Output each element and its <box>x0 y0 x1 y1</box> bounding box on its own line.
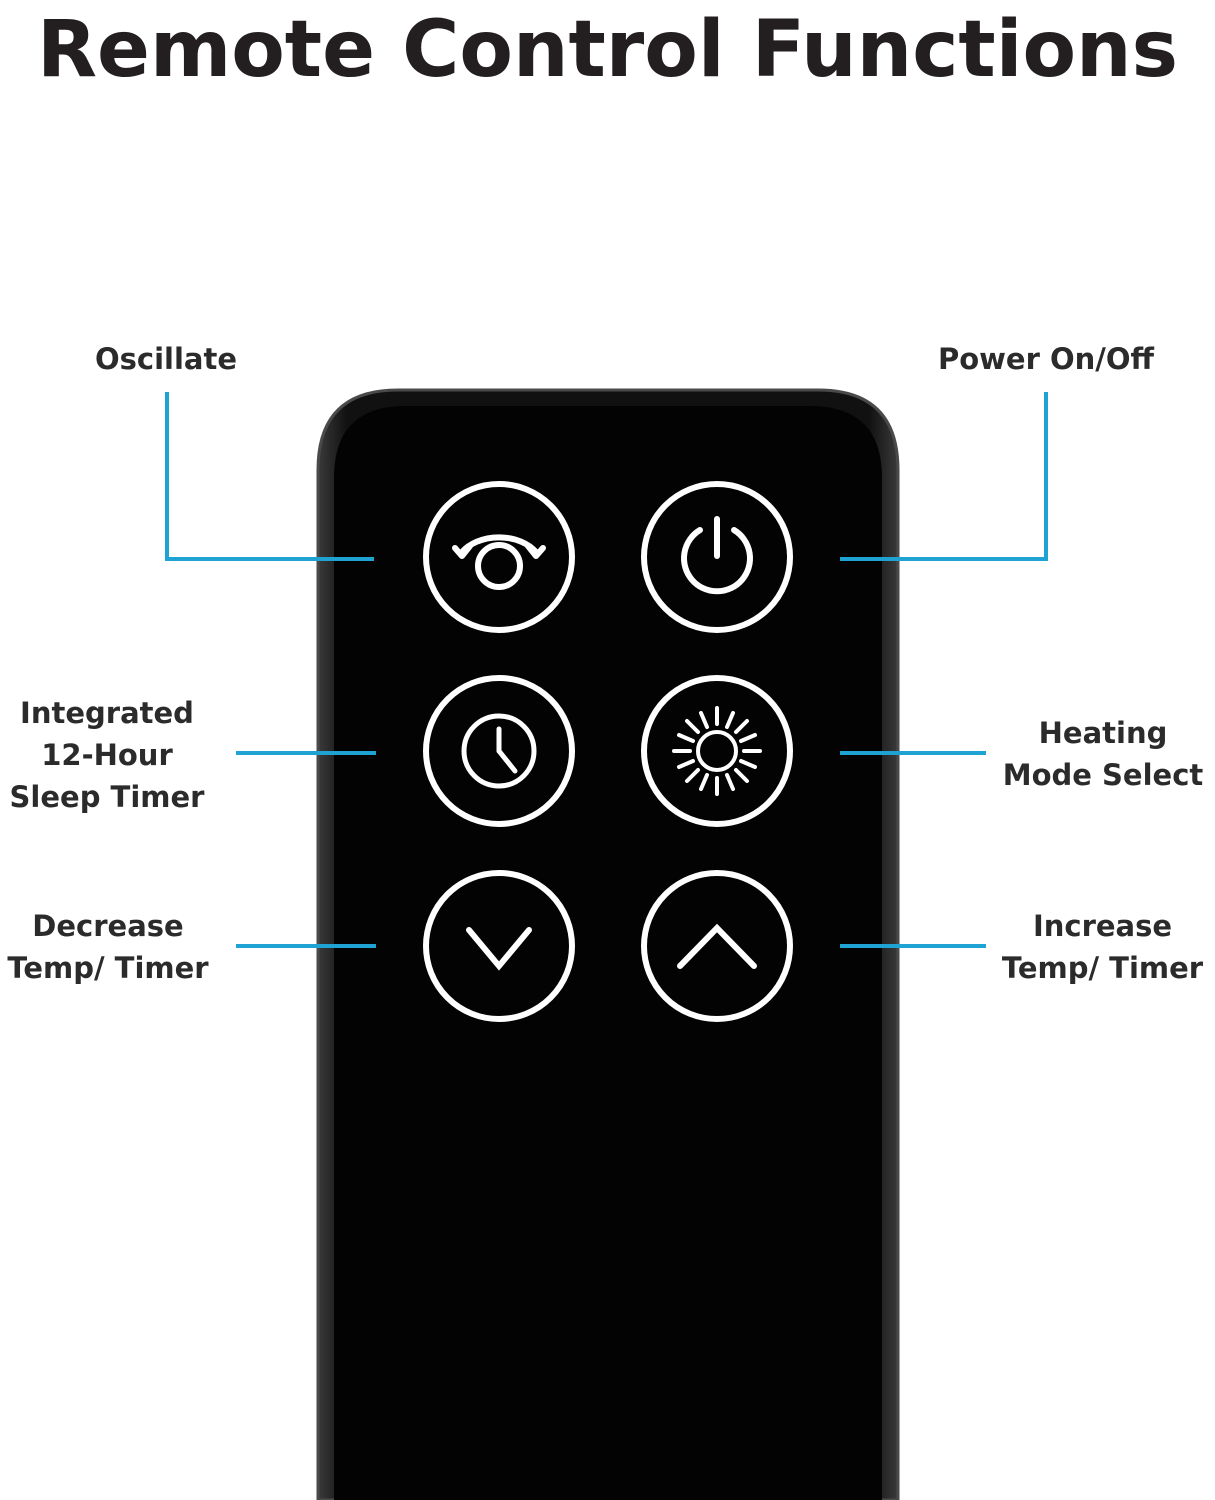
callout-line: Oscillate <box>94 342 238 376</box>
callout-line: Increase <box>1032 909 1173 943</box>
callout-line: Temp/ Timer <box>1001 951 1204 985</box>
power-icon <box>681 516 753 595</box>
callout-line: 12-Hour <box>41 738 173 772</box>
callout-line: Temp/ Timer <box>7 951 209 985</box>
callout-line: Integrated <box>20 696 194 730</box>
timer-button[interactable] <box>423 675 575 827</box>
chevron-down-icon <box>466 927 532 971</box>
callout-line: Decrease <box>32 909 184 943</box>
callout-label-power: Power On/Off <box>905 338 1187 380</box>
callout-line: Heating <box>1038 716 1168 750</box>
callout-line: Mode Select <box>1002 758 1204 792</box>
decrease-button[interactable] <box>423 870 575 1022</box>
increase-button[interactable] <box>641 870 793 1022</box>
leader-line-power <box>840 392 1048 561</box>
chevron-up-icon <box>677 923 757 969</box>
clock-icon <box>461 713 537 789</box>
callout-label-timer: Integrated 12-Hour Sleep Timer <box>0 692 214 818</box>
callout-label-increase: Increase Temp/ Timer <box>990 905 1215 989</box>
leader-line-oscillate <box>165 392 374 561</box>
heating-mode-button[interactable] <box>641 675 793 827</box>
callout-line: Power On/Off <box>937 342 1155 376</box>
oscillate-button[interactable] <box>423 481 575 633</box>
leader-lines <box>165 392 1048 948</box>
callout-line: Sleep Timer <box>9 780 205 814</box>
power-button[interactable] <box>641 481 793 633</box>
callout-label-oscillate: Oscillate <box>40 338 292 380</box>
callout-label-decrease: Decrease Temp/ Timer <box>0 905 216 989</box>
remote-body <box>316 388 900 1500</box>
sun-icon <box>672 706 762 796</box>
oscillate-icon <box>452 534 546 590</box>
callout-label-heating: Heating Mode Select <box>992 712 1214 796</box>
page-title: Remote Control Functions <box>36 5 1179 95</box>
